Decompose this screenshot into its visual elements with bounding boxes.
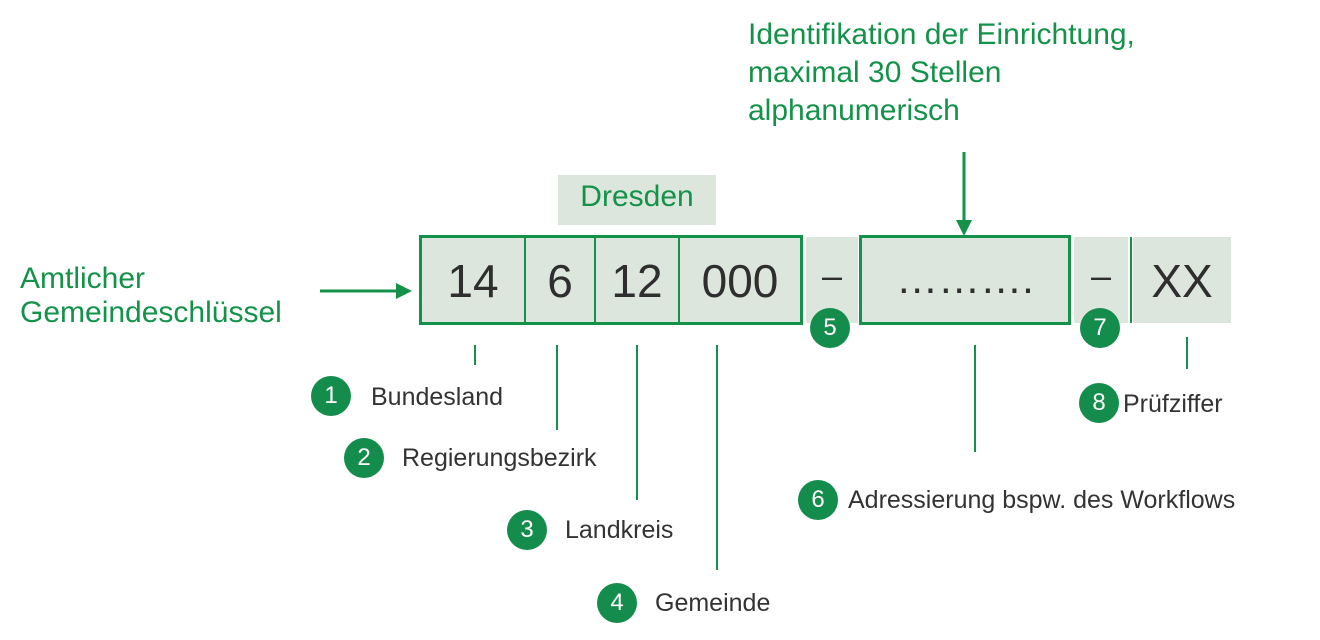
badge-3: 3 xyxy=(507,510,547,550)
top-annotation-line-2: maximal 30 Stellen xyxy=(748,56,1002,89)
label-bundesland: Bundesland xyxy=(371,383,504,411)
label-landkreis: Landkreis xyxy=(565,516,674,544)
top-annotation: Identifikation der Einrichtung, maximal … xyxy=(748,16,1135,130)
leader-8 xyxy=(1186,337,1188,369)
code-pruefziffer: XX xyxy=(1151,255,1213,307)
badge-5: 5 xyxy=(810,308,850,348)
ags-code-box xyxy=(419,235,803,325)
region-label: Dresden xyxy=(580,180,694,213)
code-regierungsbezirk: 6 xyxy=(547,255,573,307)
label-pruefziffer: Prüfziffer xyxy=(1123,390,1223,418)
separator-2: – xyxy=(1090,255,1112,296)
leader-1 xyxy=(474,345,476,365)
badge-4: 4 xyxy=(597,583,637,623)
badge-6: 6 xyxy=(798,480,838,520)
divider-3 xyxy=(678,238,680,322)
left-annotation-line-2: Gemeindeschlüssel xyxy=(20,296,282,329)
divider-2 xyxy=(594,238,596,322)
leader-3 xyxy=(636,345,638,500)
divider-1 xyxy=(524,238,526,322)
badge-7: 7 xyxy=(1080,308,1120,348)
code-bundesland: 14 xyxy=(447,255,499,307)
badge-8: 8 xyxy=(1079,383,1119,423)
region-label-box xyxy=(558,175,716,225)
right-arrow-icon xyxy=(320,283,412,299)
badge-2: 2 xyxy=(344,438,384,478)
label-regierungsbezirk: Regierungsbezirk xyxy=(402,444,597,472)
pruefziffer-box xyxy=(1133,237,1231,323)
divider-4 xyxy=(1130,237,1132,323)
top-annotation-line-3: alphanumerisch xyxy=(748,94,960,127)
code-gemeinde: 000 xyxy=(701,255,779,307)
down-arrow-icon xyxy=(956,152,972,236)
top-annotation-line-1: Identifikation der Einrichtung, xyxy=(748,18,1135,51)
separator-1: – xyxy=(821,255,843,296)
code-einrichtung: ………. xyxy=(896,255,1034,302)
leader-6 xyxy=(974,345,976,452)
left-annotation: Amtlicher Gemeindeschlüssel xyxy=(20,262,282,330)
leader-4 xyxy=(716,345,718,570)
code-landkreis: 12 xyxy=(611,255,663,307)
label-gemeinde: Gemeinde xyxy=(655,589,771,617)
leader-2 xyxy=(556,345,558,430)
badge-1: 1 xyxy=(311,376,351,416)
label-adressierung: Adressierung bspw. des Workflows xyxy=(848,486,1236,514)
left-annotation-line-1: Amtlicher xyxy=(20,262,146,295)
einrichtung-box xyxy=(859,235,1071,325)
